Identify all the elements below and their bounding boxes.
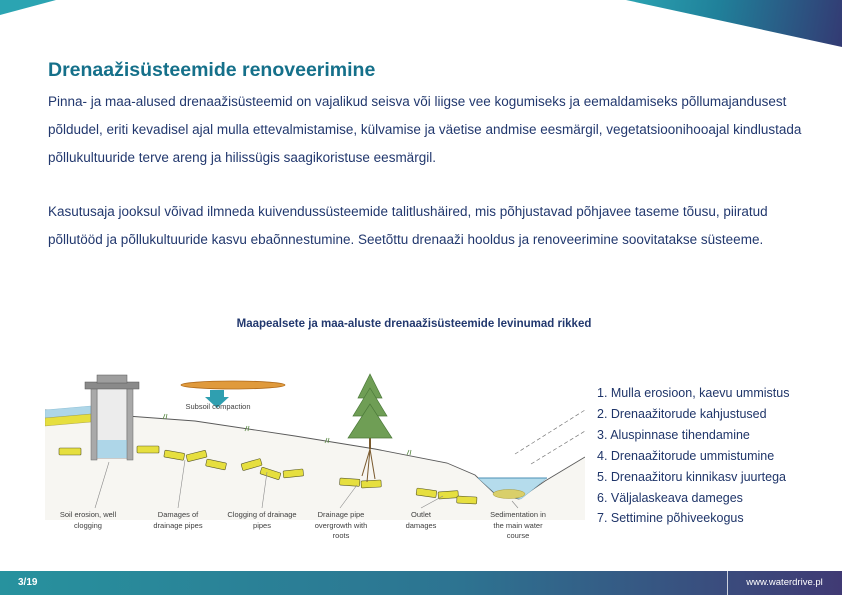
page-number: 3/19 [18,577,38,588]
failure-list-item-5: 5. Drenaažitoru kinnikasv juurtega [597,469,786,484]
corner-decoration-left [0,0,56,15]
grass-tufts [162,413,412,456]
diagram-caption: Maapealsete ja maa-aluste drenaažisüstee… [236,318,592,330]
diagram-label-outlet-damages: Outlet damages [405,510,437,530]
failure-list: 1. Mulla erosioon, kaevu ummistus 2. Dre… [597,383,807,529]
diagram-label-soil-erosion: Soil erosion, well clogging [59,510,117,530]
diagram-label-sedimentation: Sedimentation in the main water course [490,510,546,540]
bank-dashed-lines [514,409,585,465]
footer-bar: 3/19 www.waterdrive.pl [0,571,842,595]
failure-list-item-4: 4. Drenaažitorude ummistumine [597,448,775,463]
failure-list-item-2: 2. Drenaažitorude kahjustused [597,406,767,421]
main-water-course [477,477,548,500]
failure-list-item-7: 7. Settimine põhiveekogus [597,511,744,526]
intro-paragraph-1: Pinna- ja maa-alused drenaažisüsteemid o… [48,94,802,165]
tree-roots [361,448,376,483]
corner-decoration-right [626,0,842,47]
drainage-diagram [45,373,585,520]
compaction-arrow-icon [205,390,229,408]
footer-website-link[interactable]: www.waterdrive.pl [746,577,823,588]
failure-list-item-6: 6. Väljalaskeava dameges [597,490,743,505]
tree [347,373,393,483]
intro-paragraph-2: Kasutusaja jooksul võivad ilmneda kuiven… [48,204,768,247]
failure-list-item-1: 1. Mulla erosioon, kaevu ummistus [597,386,790,400]
footer-divider [727,571,728,595]
page-title: Drenaažisüsteemide renoveerimine [48,59,376,82]
failure-list-item-3: 3. Aluspinnase tihendamine [597,427,750,442]
diagram-label-pipe-damages: Damages of drainage pipes [153,510,203,530]
label-leader-lines [94,459,519,509]
subsoil-compaction-label: Subsoil compaction [185,402,251,411]
inspection-well [84,374,140,461]
intro-text-block: Pinna- ja maa-alused drenaažisüsteemid o… [48,88,822,254]
drainage-pipes [58,445,478,505]
diagram-label-root-overgrowth: Drainage pipe overgrowth with roots [314,510,368,540]
subsoil-compaction [180,380,286,408]
sediment [492,489,526,499]
diagram-label-pipe-clogging: Clogging of drainage pipes [227,510,297,530]
